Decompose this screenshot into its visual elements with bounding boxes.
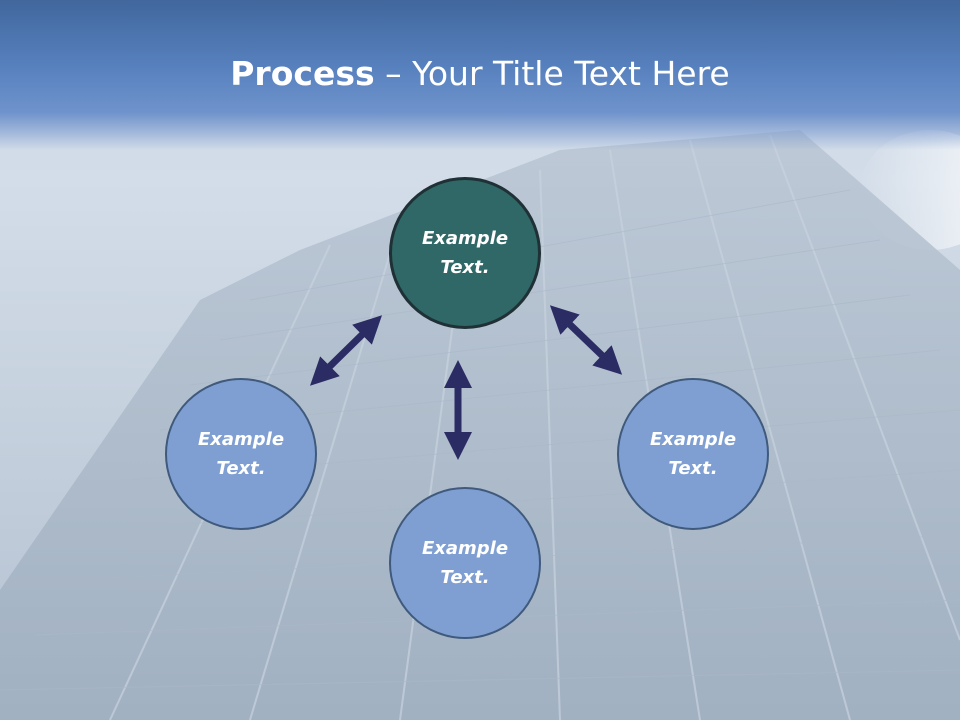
left-node: Example Text. (165, 378, 317, 530)
left-node-text: Example Text. (176, 425, 306, 483)
center-node: Example Text. (389, 177, 541, 329)
slide-title-rest: – Your Title Text Here (374, 54, 730, 93)
bottom-node-line1: Example (421, 538, 509, 559)
left-node-line1: Example (197, 429, 285, 450)
slide-title-bold: Process (230, 54, 375, 93)
right-node-line2: Text. (668, 458, 718, 479)
right-node: Example Text. (617, 378, 769, 530)
right-node-text: Example Text. (628, 425, 758, 483)
left-node-line2: Text. (216, 458, 266, 479)
bottom-node: Example Text. (389, 487, 541, 639)
center-node-line2: Text. (440, 257, 490, 278)
title-band (0, 0, 960, 150)
bottom-node-text: Example Text. (400, 534, 530, 592)
center-node-line1: Example (421, 228, 509, 249)
right-node-line1: Example (649, 429, 737, 450)
bottom-node-line2: Text. (440, 567, 490, 588)
slide-title: Process – Your Title Text Here (0, 52, 960, 96)
center-node-text: Example Text. (400, 224, 530, 282)
